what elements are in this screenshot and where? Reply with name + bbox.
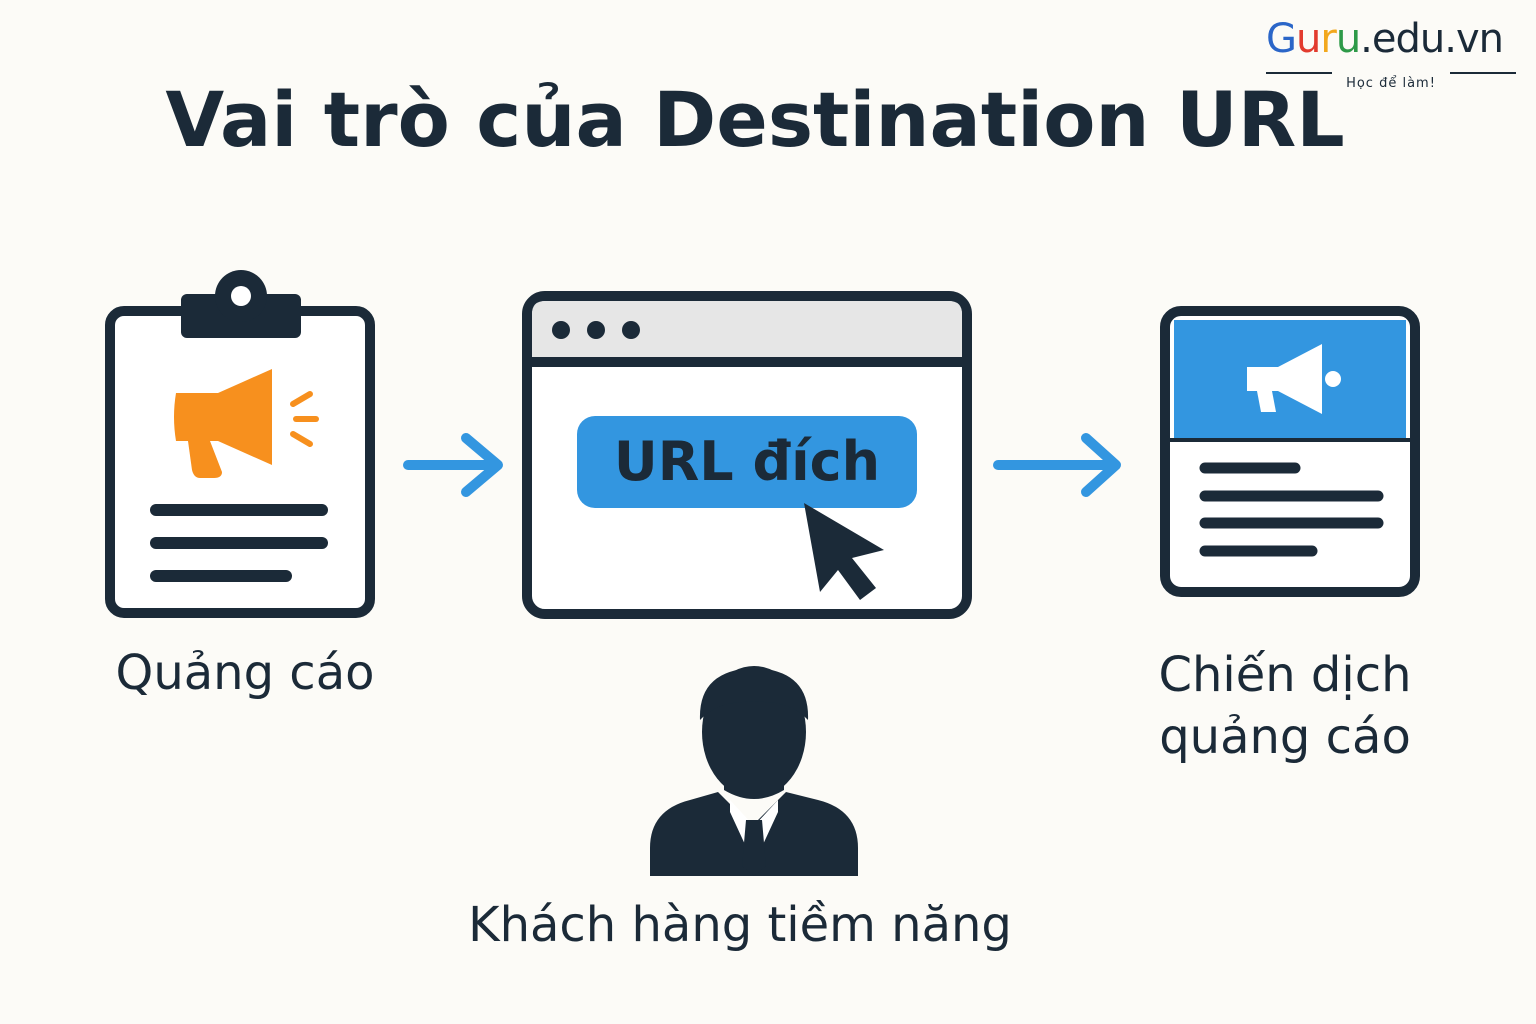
cursor-pointer-icon bbox=[804, 503, 884, 600]
logo-tagline: Học để làm! bbox=[1346, 76, 1436, 91]
logo-letter: u bbox=[1296, 16, 1321, 62]
logo-letter: u bbox=[1335, 16, 1361, 62]
landing-page-megaphone-icon bbox=[1160, 306, 1420, 597]
ad-label: Quảng cáo bbox=[115, 645, 375, 701]
logo-letter: G bbox=[1266, 16, 1297, 62]
arrow-right-icon bbox=[403, 433, 503, 497]
megaphone-white-icon bbox=[1247, 344, 1341, 414]
campaign-label: Chiến dịch quảng cáo bbox=[1110, 644, 1460, 768]
url-pill-label: URL đích bbox=[613, 430, 881, 493]
clipboard-megaphone-icon bbox=[105, 270, 375, 618]
person-icon bbox=[650, 666, 858, 876]
campaign-label-line1: Chiến dịch bbox=[1158, 647, 1412, 703]
browser-window-icon bbox=[522, 291, 972, 619]
brand-logo[interactable]: Guru.edu.vn Học để làm! bbox=[1262, 14, 1524, 91]
brand-wordmark: Guru.edu.vn bbox=[1266, 14, 1504, 64]
megaphone-orange-icon bbox=[174, 369, 319, 478]
logo-letter: r bbox=[1320, 16, 1336, 62]
page-title: Vai trò của Destination URL bbox=[165, 75, 1345, 164]
customer-label: Khách hàng tiềm năng bbox=[468, 897, 1012, 953]
url-pill bbox=[577, 416, 917, 508]
arrow-right-icon bbox=[993, 433, 1121, 497]
logo-rule-right bbox=[1450, 72, 1516, 74]
campaign-label-line2: quảng cáo bbox=[1159, 709, 1411, 765]
logo-rule-left bbox=[1266, 72, 1332, 74]
logo-domain: .edu.vn bbox=[1360, 16, 1504, 62]
